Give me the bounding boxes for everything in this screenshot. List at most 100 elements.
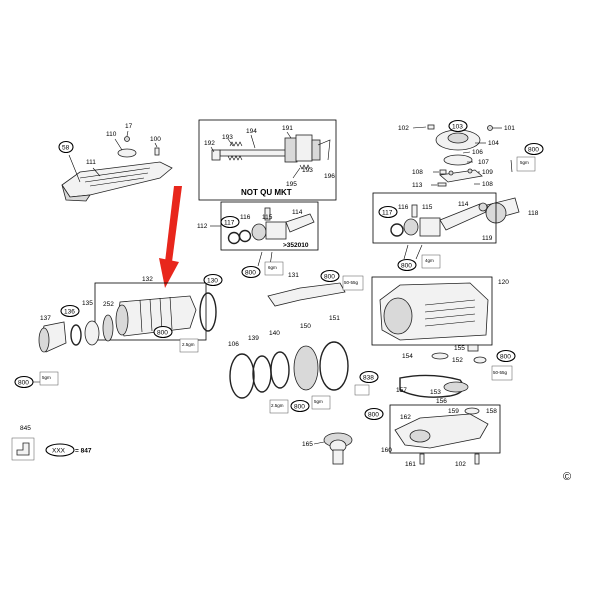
label-196: 196 (324, 173, 335, 180)
label-136: 136 (64, 309, 75, 316)
label-800d: 800 (157, 330, 168, 337)
label-114b: 114 (292, 209, 303, 216)
label-104: 104 (488, 140, 499, 147)
label-131: 131 (288, 272, 299, 279)
label-eq847: = 847 (75, 448, 92, 455)
part-group-gearbox (389, 404, 501, 465)
callout-117b[interactable] (220, 215, 240, 229)
label-159: 159 (448, 408, 459, 415)
tool-icon-torque6 (269, 399, 289, 414)
callout-800e[interactable] (14, 375, 34, 389)
tool-icon-torque4-label: 2.5gm (182, 342, 195, 347)
label-160: 160 (381, 447, 392, 454)
label-113: 113 (412, 182, 423, 189)
label-101: 101 (504, 125, 515, 132)
tool-icon-torque7 (342, 275, 364, 291)
callout-838[interactable] (359, 370, 379, 384)
label-158: 158 (486, 408, 497, 415)
label-165: 165 (302, 441, 313, 448)
tool-icon-torque5 (39, 371, 59, 386)
part-group-cover (61, 130, 173, 202)
label-108b: 108 (482, 181, 493, 188)
callout-800c[interactable] (241, 265, 261, 279)
label-103: 103 (452, 124, 463, 131)
label-139: 139 (248, 335, 259, 342)
label-800e: 800 (18, 380, 29, 387)
callout-800a[interactable] (524, 142, 544, 156)
label-106b: 106 (228, 341, 239, 348)
label-xxx: XXX (52, 448, 66, 455)
label-135: 135 (82, 300, 93, 307)
label-191: 191 (282, 125, 293, 132)
label-800h: 800 (500, 354, 511, 361)
label-58: 58 (62, 145, 70, 152)
label-117a: 117 (382, 210, 393, 217)
label-114a: 114 (458, 201, 469, 208)
part-group-chuck (38, 282, 217, 353)
label-109: 109 (482, 169, 493, 176)
callout-800h[interactable] (496, 349, 516, 363)
tool-icon-torque2-label: 4gm (425, 258, 434, 263)
part-group-bevel-gear (323, 432, 353, 465)
part-group-gears (229, 282, 349, 399)
label-120: 120 (498, 279, 509, 286)
label-model-suffix: >352010 (283, 242, 309, 249)
label-800b: 800 (401, 263, 412, 270)
label-800f: 800 (324, 274, 335, 281)
tool-icon-torque10-label: 50-55g (493, 370, 508, 375)
tool-icon-torque1-label: 5gm (520, 160, 529, 165)
label-107: 107 (478, 159, 489, 166)
label-154: 154 (402, 353, 413, 360)
tool-icon-torque9-label: 5gm (314, 399, 323, 404)
tool-icon-torque3-label: 6gm (268, 265, 277, 270)
callout-800f[interactable] (320, 269, 340, 283)
callout-xxx[interactable] (45, 443, 75, 457)
label-106: 106 (472, 149, 483, 156)
callout-800b[interactable] (397, 258, 417, 272)
label-102a: 102 (398, 125, 409, 132)
label-17: 17 (125, 123, 133, 130)
callout-800i[interactable] (364, 407, 384, 421)
callout-136[interactable] (60, 304, 80, 318)
label-108a: 108 (412, 169, 423, 176)
label-not-qu-mkt: NOT QU MKT (241, 188, 292, 197)
label-137: 137 (40, 315, 51, 322)
label-193a: 193 (222, 134, 233, 141)
label-800i: 800 (368, 412, 379, 419)
tool-icon-torque10 (491, 365, 513, 381)
red-arrow-indicator (159, 186, 182, 288)
label-800g: 800 (294, 404, 305, 411)
callout-103[interactable] (448, 119, 468, 133)
part-group-not-qu-mkt (198, 119, 337, 201)
label-116b: 116 (240, 214, 251, 221)
callout-130[interactable] (203, 273, 223, 287)
tool-icon-torque6-label: 2.5gm (271, 403, 284, 408)
label-118: 118 (528, 210, 539, 217)
label-115b: 115 (262, 214, 273, 221)
label-252: 252 (103, 301, 114, 308)
label-195: 195 (286, 181, 297, 188)
callout-117a[interactable] (378, 205, 398, 219)
label-117b: 117 (224, 220, 235, 227)
label-130: 130 (207, 278, 218, 285)
label-193b: 193 (302, 167, 313, 174)
legend-845: 845 XXX = 847 (11, 425, 92, 461)
label-800a: 800 (528, 147, 539, 154)
callout-58[interactable] (58, 140, 74, 154)
label-116a: 116 (398, 204, 409, 211)
tool-icon-torque1 (516, 156, 536, 172)
label-162: 162 (400, 414, 411, 421)
label-150: 150 (300, 323, 311, 330)
callout-800g[interactable] (290, 399, 310, 413)
label-110: 110 (106, 131, 117, 138)
tool-icon-torque7-label: 50-55g (344, 280, 359, 285)
label-132: 132 (142, 276, 153, 283)
label-156: 156 (436, 398, 447, 405)
callout-800d[interactable] (153, 325, 173, 339)
label-157: 157 (396, 387, 407, 394)
label-119: 119 (482, 235, 493, 242)
part-group-housing (371, 276, 493, 364)
label-838: 838 (363, 375, 374, 382)
label-111: 111 (86, 159, 96, 166)
